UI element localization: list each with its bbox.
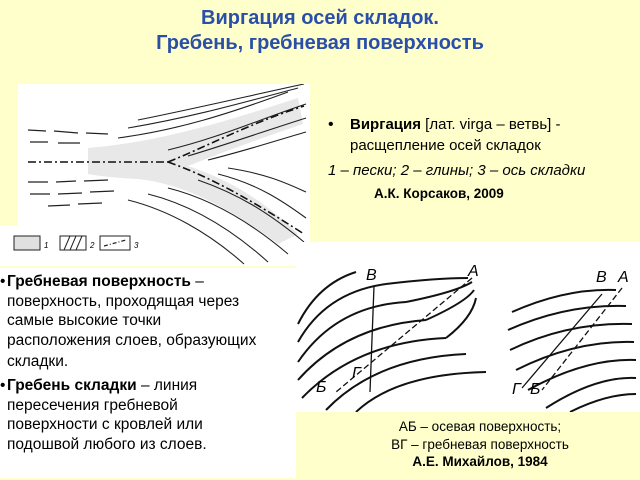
right-axial-line (541, 287, 623, 391)
right-label-a: А (617, 269, 629, 286)
left-axial-line (335, 277, 473, 393)
legend-sand-swatch (13, 235, 41, 251)
crest-surface-definition: • Гребневая поверхность – поверхность, п… (0, 272, 296, 374)
sand-region (88, 98, 303, 244)
virgation-legend: 1 2 3 (0, 226, 146, 266)
virgation-def-2: расщепление осей складок (350, 137, 541, 154)
crest-line-text-1: – линия (136, 377, 198, 394)
virgation-definition: • Виргация [лат. virga – ветвь] - расщеп… (328, 114, 640, 156)
legend-label-1: 1 (44, 241, 48, 250)
crest-line-definition: • Гребень складки – линия пересечения гр… (0, 376, 296, 454)
clay-strokes-left (27, 129, 115, 207)
title-line-1: Виргация осей складок. (201, 7, 439, 29)
legend-label-2: 2 (89, 241, 95, 250)
virgation-diagram (27, 83, 307, 265)
left-label-b: Б (316, 379, 326, 396)
caption-line-1: АБ – осевая поверхность; (398, 419, 562, 434)
crest-surface-text-2: поверхность, проходящая через (7, 292, 240, 310)
legend-axis-line (103, 239, 127, 247)
crest-line-text-3: поверхности с кровлей или (7, 416, 203, 433)
bullet-icon: • (0, 377, 6, 394)
definitions-block: • Гребневая поверхность – поверхность, п… (0, 268, 296, 478)
legend-clay-hatch (63, 235, 83, 251)
title-line-2: Гребень, гребневая поверхность (156, 32, 484, 54)
clay-strokes-lower (127, 167, 307, 265)
legend-label-3: 3 (134, 241, 139, 250)
right-fold-layers (507, 288, 637, 413)
crest-surface-text-1: – (190, 273, 204, 290)
crest-surface-text-3: самые высокие точки (7, 312, 162, 329)
caption-line-2: ВГ – гребневая поверхность (391, 436, 569, 452)
crest-figure-caption: АБ – осевая поверхность; ВГ – гребневая … (330, 418, 630, 471)
slide-title: Виргация осей складок. Гребень, гребнева… (0, 6, 640, 56)
bullet-icon: • (328, 116, 334, 133)
right-label-b: Б (530, 381, 540, 398)
crest-surface-text-5: складки. (7, 353, 69, 370)
clay-strokes-upper (117, 83, 307, 161)
crest-surface-term: Гребневая поверхность (7, 273, 191, 290)
virgation-def-1: [лат. virga – ветвь] - (421, 116, 561, 133)
bullet-icon: • (0, 273, 6, 290)
left-label-g: Г (352, 365, 362, 382)
right-label-g: Г (512, 381, 522, 398)
virgation-term: Виргация (350, 116, 422, 133)
left-crest-line (369, 285, 375, 393)
fold-axes (28, 105, 305, 235)
left-label-a: А (467, 263, 479, 280)
legend-diagram: 1 2 3 (13, 235, 139, 251)
crest-line-text-2: пересечения гребневой (7, 396, 178, 414)
crest-diagram: В А Б Г В А Г Б (297, 263, 637, 413)
right-crest-line (521, 293, 603, 389)
virgation-author: А.К. Корсаков, 2009 (374, 186, 504, 201)
crest-surface-text-4: расположения слоев, образующих (7, 331, 257, 349)
caption-author: А.Е. Михайлов, 1984 (412, 454, 548, 469)
crest-line-text-4: подошвой любого из слоев. (7, 435, 207, 453)
crest-figure: В А Б Г В А Г Б (296, 242, 640, 413)
crest-line-term: Гребень складки (7, 377, 137, 394)
virgation-legend-text: 1 – пески; 2 – глины; 3 – ось складки (328, 162, 586, 179)
left-label-v: В (366, 267, 377, 284)
right-label-v: В (596, 269, 607, 286)
